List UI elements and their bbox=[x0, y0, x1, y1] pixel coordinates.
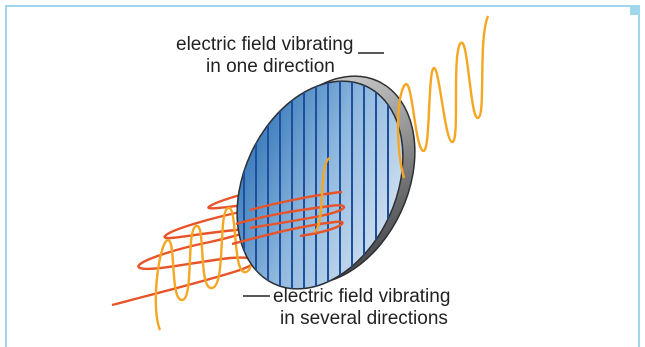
bottom-label-line1: electric field vibrating bbox=[273, 286, 451, 307]
bottom-label-line2: in several directions bbox=[280, 308, 448, 329]
top-label-line1: electric field vibrating bbox=[176, 34, 354, 55]
orange-wave-front bbox=[313, 156, 331, 234]
top-label: electric field vibrating in one directio… bbox=[176, 34, 353, 78]
bottom-label: electric field vibrating in several dire… bbox=[273, 286, 450, 330]
unpolarized-wave-front bbox=[231, 190, 345, 246]
frame-corner bbox=[630, 6, 639, 15]
top-label-line2: in one direction bbox=[206, 56, 335, 77]
frame-border bbox=[5, 5, 640, 347]
outgoing-orange-wave bbox=[396, 15, 490, 179]
